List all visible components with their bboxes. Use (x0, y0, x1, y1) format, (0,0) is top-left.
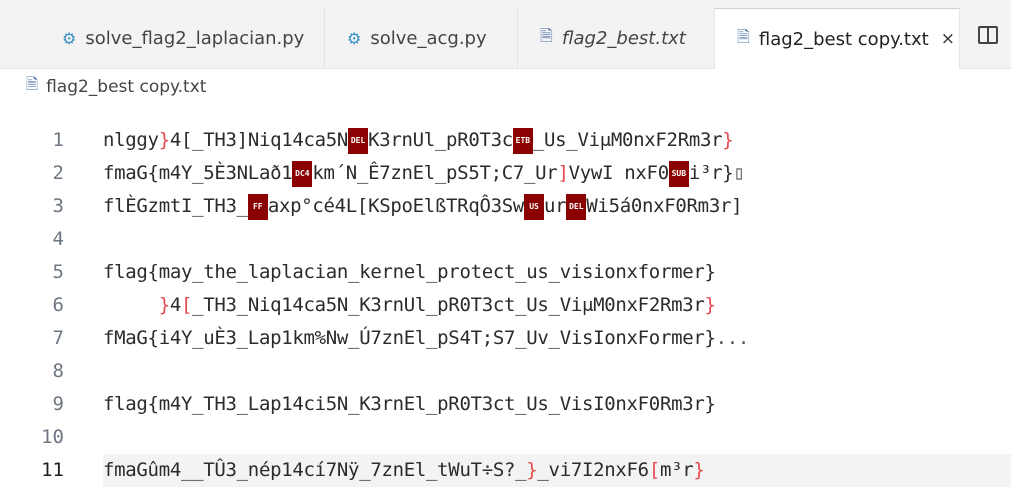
code-text: ur (544, 195, 567, 217)
code-text: flag{m4Y_TH3_Lap14ci5N_K3rnEl_pR0T3ct_Us… (103, 393, 716, 415)
code-line[interactable]: 7 fMaG{i4Y_uÈ3_Lap1km%Nw_Ú7znEl_pS4T;S7_U… (0, 322, 1011, 355)
overflow-marker: ... (715, 327, 750, 349)
line-number: 9 (52, 393, 64, 415)
text-file-icon: 🗎 (26, 75, 39, 93)
tab-4[interactable]: 🗎 flag2_best copy.txt × (715, 8, 960, 69)
code-text: _Us_ViμM0nxF2Rm3r (532, 129, 723, 151)
line-number: 1 (52, 129, 64, 151)
line-content: }4[_TH3_Niq14ca5N_K3rnUl_pR0T3ct_Us_ViμM… (103, 289, 1011, 322)
python-icon: ⚙ (347, 28, 362, 48)
code-text: 4[_TH3]Niq14ca5N (169, 129, 349, 151)
control-char-badge: ETB (512, 127, 533, 154)
breadcrumb-file: flag2_best copy.txt (46, 76, 207, 97)
code-text: fMaG{i4Y_uÈ3_Lap1km%Nw_Ú7znEl_pS4T;S7_Uv… (103, 327, 716, 349)
unmatched-bracket: ] (557, 162, 569, 184)
tab-1[interactable]: ⚙ solve_flag2_laplacian.py (40, 8, 325, 68)
code-text: i³r} (688, 162, 734, 184)
code-text: fmaG{m4Y_5È3NLað1 (103, 162, 293, 184)
unmatched-bracket: [ (180, 294, 193, 316)
code-line[interactable]: 11 fmaGûm4__TÛ3_nép14cí7Nÿ_7znEl_tWuT÷S?_… (0, 454, 1011, 487)
unmatched-bracket: } (722, 129, 734, 151)
code-text: K3rnUl_pR0T3c (368, 129, 513, 151)
control-char-badge: US (524, 193, 545, 220)
breadcrumb[interactable]: 🗎 flag2_best copy.txt (26, 74, 206, 99)
text-file-icon: 🗎 (737, 26, 750, 46)
tab-label: solve_flag2_laplacian.py (85, 27, 305, 49)
control-char-badge: SUB (668, 160, 689, 187)
control-char-badge: DC4 (292, 160, 313, 187)
line-number: 2 (52, 162, 64, 184)
tab-label: flag2_best copy.txt (758, 28, 929, 50)
code-text: Wi5á0nxF0Rm3r] (586, 195, 743, 217)
tab-bar: ⚙ solve_flag2_laplacian.py ⚙ solve_acg.py 🗎 f… (0, 0, 1011, 69)
line-number: 4 (52, 228, 64, 250)
tab-label: solve_acg.py (370, 27, 487, 49)
code-text: VywI nxF0 (568, 162, 670, 184)
code-line[interactable]: 5 flag{may_the_laplacian_kernel_protect_u… (0, 256, 1011, 289)
unmatched-bracket: } (158, 294, 170, 316)
unmatched-bracket: } (526, 459, 538, 481)
code-text: _TH3_Niq14ca5N_K3rnUl_pR0T3ct_Us_ViμM0nx… (192, 294, 705, 316)
control-char-badge: DEL (566, 193, 587, 220)
code-line[interactable]: 9 flag{m4Y_TH3_Lap14ci5N_K3rnEl_pR0T3ct_U… (0, 388, 1011, 421)
unmatched-bracket: } (693, 459, 705, 481)
code-text: flÈGzmtI_TH3_ (103, 195, 248, 217)
control-char-badge: DEL (348, 127, 369, 154)
line-number: 11 (41, 459, 64, 481)
line-number: 6 (52, 294, 64, 316)
control-char-badge: FF (247, 193, 268, 220)
line-number: 8 (52, 360, 64, 382)
line-number: 3 (52, 195, 64, 217)
code-text (103, 294, 159, 316)
unmatched-bracket: } (704, 294, 716, 316)
overflow-marker: ▯ (733, 162, 745, 184)
code-line[interactable]: 8 (0, 355, 1011, 388)
line-number: 5 (52, 261, 64, 283)
tab-label: flag2_best.txt (561, 27, 686, 49)
code-text: 4 (169, 294, 181, 316)
python-icon: ⚙ (62, 28, 77, 48)
line-content: fMaG{i4Y_uÈ3_Lap1km%Nw_Ú7znEl_pS4T;S7_Uv… (103, 322, 1011, 355)
code-text: _vi7I2nxF6 (537, 459, 649, 481)
line-content: flag{m4Y_TH3_Lap14ci5N_K3rnEl_pR0T3ct_Us… (103, 388, 1011, 421)
tab-3[interactable]: 🗎 flag2_best.txt (518, 8, 715, 68)
close-tab-icon[interactable]: × (940, 29, 955, 49)
tab-2[interactable]: ⚙ solve_acg.py (325, 8, 518, 68)
unmatched-bracket: [ (648, 459, 660, 481)
code-line[interactable]: 10 (0, 421, 1011, 454)
code-text: flag{may_the_laplacian_kernel_protect_us… (103, 261, 716, 283)
code-text: fmaGûm4__TÛ3_nép14cí7Nÿ_7znEl_tWuT÷S?_ (103, 459, 527, 481)
code-line[interactable]: 4 (0, 223, 1011, 256)
line-content: fmaGûm4__TÛ3_nép14cí7Nÿ_7znEl_tWuT÷S?_}_… (103, 454, 1011, 487)
text-file-icon: 🗎 (540, 25, 553, 45)
unmatched-bracket: } (158, 129, 170, 151)
code-line[interactable]: 6 }4[_TH3_Niq14ca5N_K3rnUl_pR0T3ct_Us_Vi… (0, 289, 1011, 322)
split-editor-icon[interactable] (978, 26, 998, 44)
line-number: 10 (41, 426, 64, 448)
code-text: m³r (659, 459, 694, 481)
code-text: nlggy (103, 129, 159, 151)
line-number: 7 (52, 327, 64, 349)
code-text: axp°cé4L[KSpoElßTRqÔ3Sw (267, 195, 525, 217)
line-content: flag{may_the_laplacian_kernel_protect_us… (103, 256, 1011, 289)
code-text: km´N_Ê7znEl_pS5T;C7_Ur (312, 162, 558, 184)
